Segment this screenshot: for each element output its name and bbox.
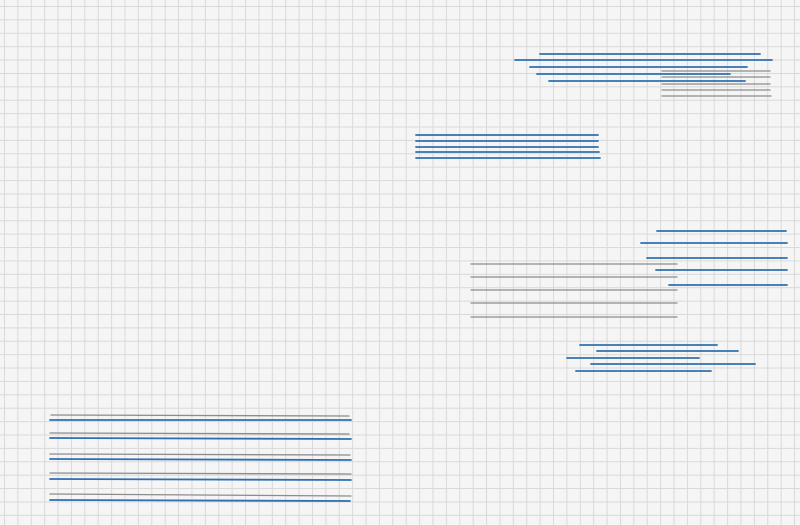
blue-pen-line [49,458,352,461]
gray-pen-line [49,493,352,497]
gray-pen-line [49,453,351,456]
blue-pen-line [49,499,351,502]
gray-pen-line [49,432,350,435]
gray-pen-line [49,472,352,475]
gray-pen-line [50,414,350,417]
blue-pen-line [49,437,352,440]
blue-pen-line [49,478,352,481]
